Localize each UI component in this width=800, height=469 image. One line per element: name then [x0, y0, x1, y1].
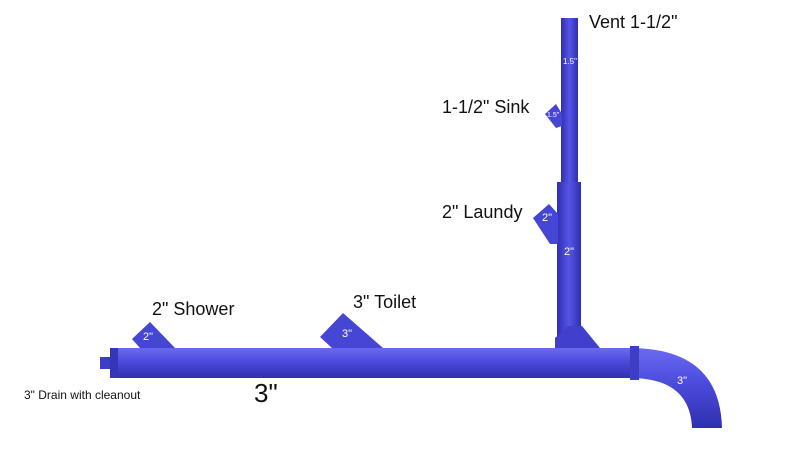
vent-label: Vent 1-1/2" [589, 12, 678, 32]
elbow-pipe [630, 348, 722, 428]
shower-fitting-size: 2" [143, 331, 153, 343]
stack-lower-size: 2" [564, 246, 574, 258]
main-pipe-size-label: 3" [254, 378, 278, 408]
vent-stack-lower [557, 182, 581, 340]
main-drain-pipe [111, 348, 639, 378]
sink-fitting [545, 104, 562, 128]
vent-upper-size: 1.5" [563, 57, 577, 66]
cleanout-cap [100, 357, 112, 369]
sink-label: 1-1/2" Sink [442, 97, 530, 117]
cleanout-collar [110, 348, 118, 378]
elbow-size: 3" [677, 375, 687, 387]
shower-fitting [132, 322, 175, 348]
laundry-label: 2" Laundy [442, 202, 523, 222]
vent-stack-upper [561, 18, 578, 186]
main-coupling [630, 346, 639, 380]
laundry-fitting-size: 2" [542, 212, 552, 224]
toilet-label: 3" Toilet [353, 292, 417, 312]
sink-fitting-size: 1.5" [547, 112, 560, 119]
stack-tee [555, 326, 600, 348]
laundry-fitting [533, 204, 558, 244]
toilet-fitting [320, 313, 383, 348]
toilet-fitting-size: 3" [342, 328, 352, 340]
drain-cleanout-label: 3" Drain with cleanout [24, 388, 141, 402]
shower-label: 2" Shower [152, 299, 235, 319]
